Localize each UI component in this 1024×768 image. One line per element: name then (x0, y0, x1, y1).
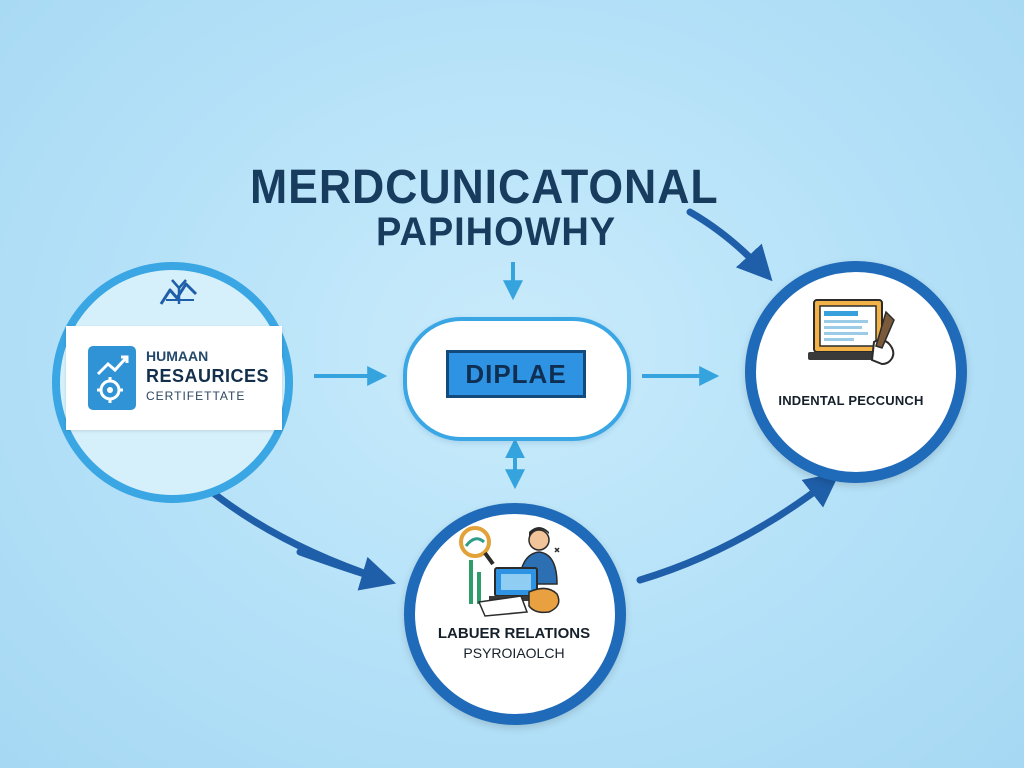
trend-chart-icon (159, 279, 198, 305)
diagram-title-line-1: MERDCUNICATONAL (250, 161, 719, 214)
bottom-node-label-line-2: PSYROIAOLCH (463, 645, 565, 661)
person-laptop-magnifier-icon (459, 526, 560, 617)
diploma-tag: DIPLAE (446, 350, 586, 398)
arrow-bottom-to-right (636, 472, 840, 584)
hr-certificate-line-1: HUMAAN (146, 348, 209, 364)
node-bottom (404, 503, 626, 725)
bottom-node-label-line-1: LABUER RELATIONS (437, 625, 591, 642)
hr-certificate-line-3: CERTIFETTATE (146, 389, 246, 403)
growth-gear-icon (88, 346, 136, 410)
diagram-title-line-2: PAPIHOWHY (376, 210, 617, 254)
arrow-title-to-right (686, 208, 773, 282)
hr-certificate-line-2: RESAURICES (146, 366, 270, 386)
laptop-document-icon (808, 299, 895, 366)
right-node-label: INDENTAL PECCUNCH (778, 393, 924, 408)
node-right (745, 261, 967, 483)
